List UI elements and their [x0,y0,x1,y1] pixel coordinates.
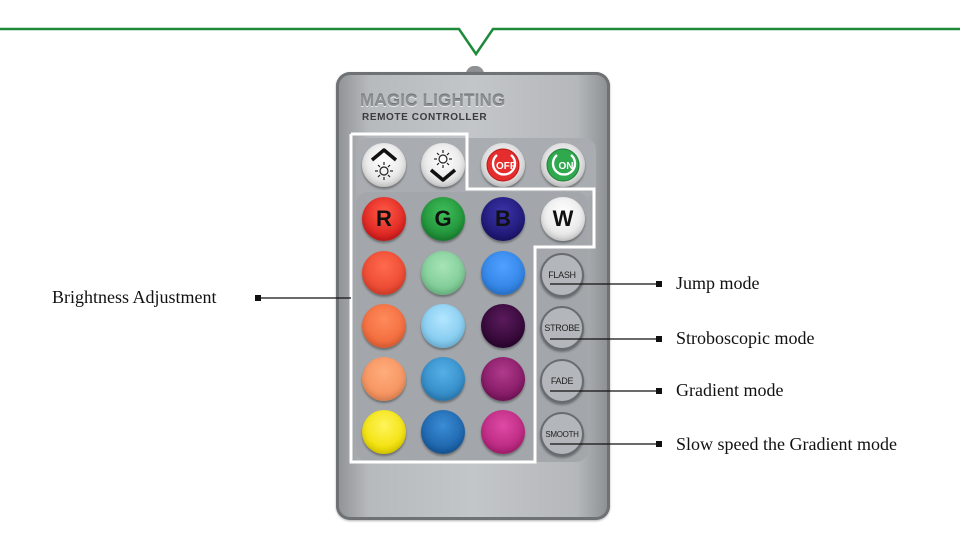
color-button-12[interactable] [481,410,525,454]
brand-subtitle: REMOTE CONTROLLER [362,112,488,123]
color-button-9[interactable] [481,357,525,401]
jump-mode-label: Jump mode [676,273,760,293]
remote-top-nub [466,66,484,76]
brightness-down-button[interactable] [421,143,465,187]
off-label: OFF [496,161,516,172]
flash-button[interactable]: FLASH [540,253,584,297]
brightness-leader-marker [255,295,261,301]
green-button[interactable]: G [421,197,465,241]
color-button-11[interactable] [421,410,465,454]
gradient-mode-label: Gradient mode [676,380,784,400]
power-off-icon: OFF [486,148,520,182]
color-button-4[interactable] [362,304,406,348]
jump-leader-marker [656,281,662,287]
slow-leader-marker [656,441,662,447]
color-button-5[interactable] [421,304,465,348]
blue-button[interactable]: B [481,197,525,241]
color-button-7[interactable] [362,357,406,401]
red-button[interactable]: R [362,197,406,241]
off-button[interactable]: OFF [481,143,525,187]
brightness-up-icon [370,148,398,180]
brightness-adjustment-label: Brightness Adjustment [52,287,217,307]
slow-gradient-mode-label: Slow speed the Gradient mode [676,434,897,454]
color-button-2[interactable] [421,251,465,295]
on-label: ON [559,161,574,172]
color-button-6[interactable] [481,304,525,348]
brightness-down-icon [429,150,457,182]
brightness-up-button[interactable] [362,143,406,187]
gradient-leader-marker [656,388,662,394]
color-button-10[interactable] [362,410,406,454]
stroboscopic-mode-label: Stroboscopic mode [676,328,815,348]
fade-button[interactable]: FADE [540,359,584,403]
color-button-3[interactable] [481,251,525,295]
color-button-1[interactable] [362,251,406,295]
color-button-8[interactable] [421,357,465,401]
brand-title: MAGIC LIGHTING [360,91,506,110]
power-on-icon: ON [546,148,580,182]
on-button[interactable]: ON [541,143,585,187]
strobe-leader-marker [656,336,662,342]
smooth-button[interactable]: SMOOTH [540,412,584,456]
white-button[interactable]: W [541,197,585,241]
top-divider-line [0,27,960,57]
strobe-button[interactable]: STROBE [540,306,584,350]
